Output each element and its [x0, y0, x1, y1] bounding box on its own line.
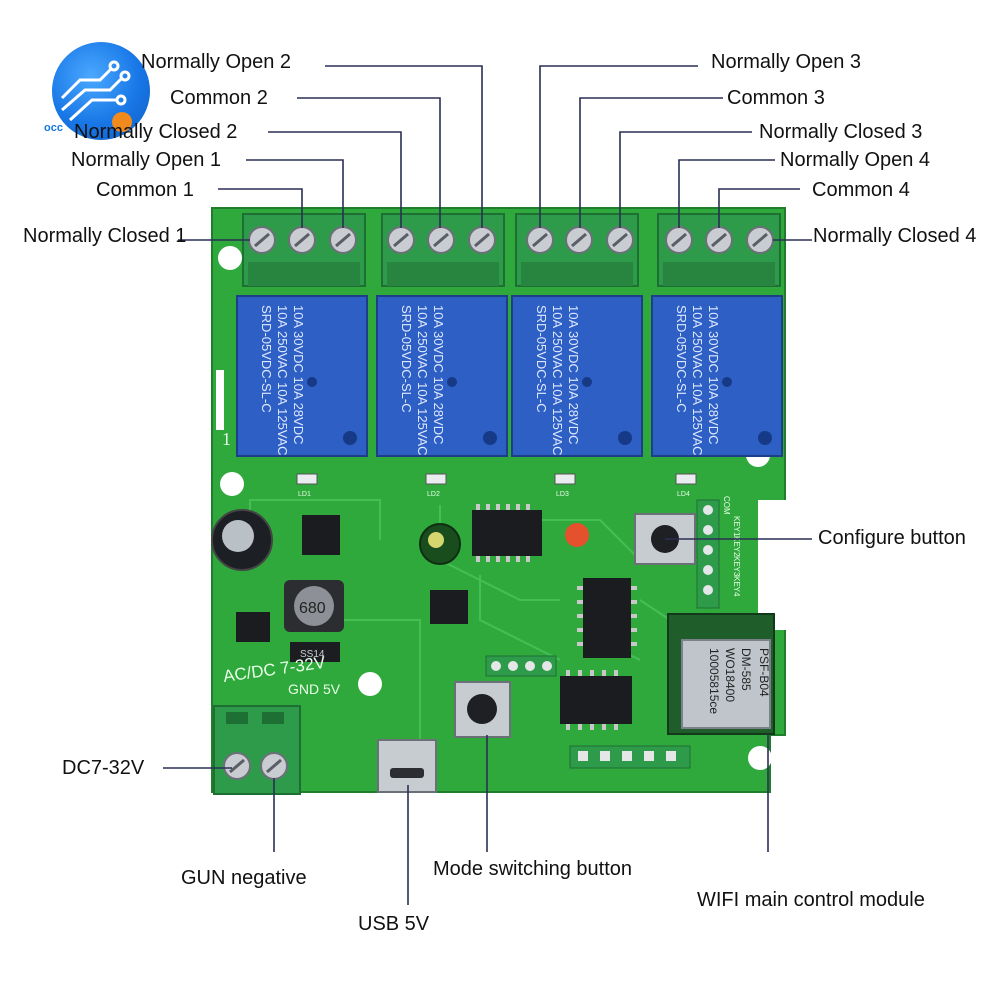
svg-text:LD1: LD1 [298, 491, 311, 498]
inductor-label: 680 [299, 600, 326, 617]
mode-button-switch [454, 681, 511, 738]
logo-circuit-icon [60, 60, 131, 122]
relays [236, 295, 783, 457]
label-normally-open-3: Normally Open 3 [711, 51, 862, 73]
label-common-2: Common 2 [170, 87, 268, 109]
svg-text:LD2: LD2 [427, 491, 440, 498]
usb-connector [377, 739, 437, 793]
label-common-4: Common 4 [812, 179, 910, 201]
svg-text:SRD-05VDC-SL-C: SRD-05VDC-SL-C [259, 305, 274, 413]
svg-text:SRD-05VDC-SL-C: SRD-05VDC-SL-C [399, 305, 414, 413]
power-terminal [213, 705, 301, 795]
label-gun-negative: GUN negative [181, 867, 307, 889]
diode [290, 642, 340, 662]
leader-lines [163, 65, 812, 905]
svg-text:PSF-B04: PSF-B04 [757, 648, 771, 697]
svg-text:10A 250VAC 10A 125VAC: 10A 250VAC 10A 125VAC [275, 305, 290, 456]
label-normally-open-2: Normally Open 2 [141, 51, 292, 73]
label-configure-button: Configure button [818, 527, 966, 549]
label-mode-switching-button: Mode switching button [433, 858, 633, 880]
gnd-mark: GND 5V [288, 681, 341, 697]
svg-text:10A 30VDC 10A 28VDC: 10A 30VDC 10A 28VDC [291, 305, 306, 444]
brand-logo-text: occ [44, 122, 63, 134]
svg-text:LD4: LD4 [677, 491, 690, 498]
svg-text:10A 30VDC 10A 28VDC: 10A 30VDC 10A 28VDC [431, 305, 446, 444]
logo-gear-icon [112, 112, 132, 132]
label-common-1: Common 1 [96, 179, 194, 201]
svg-text:SRD-05VDC-SL-C: SRD-05VDC-SL-C [674, 305, 689, 413]
svg-text:COM: COM [722, 496, 731, 515]
svg-text:DM-585: DM-585 [739, 648, 753, 691]
label-normally-closed-1: Normally Closed 1 [23, 225, 187, 247]
label-wifi-module: WIFI main control module [697, 889, 925, 911]
svg-text:10005815ce: 10005815ce [707, 648, 721, 714]
wifi-module-labels: PSF-B04 DM-585 WO18400 10005815ce [707, 648, 771, 714]
bottom-header [485, 655, 691, 769]
label-normally-open-4: Normally Open 4 [780, 149, 931, 171]
label-common-3: Common 3 [727, 87, 825, 109]
svg-text:LD3: LD3 [556, 491, 569, 498]
svg-text:10A 30VDC 10A 28VDC: 10A 30VDC 10A 28VDC [706, 305, 721, 444]
key-labels: COM KEY1 KEY2 KEY3 KEY4 [722, 496, 741, 597]
inductor [284, 580, 344, 632]
status-leds [296, 473, 697, 485]
led-labels: LD1 LD2 LD3 LD4 [298, 491, 690, 498]
svg-text:10A 30VDC 10A 28VDC: 10A 30VDC 10A 28VDC [566, 305, 581, 444]
svg-text:WO18400: WO18400 [723, 648, 737, 702]
svg-text:10A 250VAC 10A 125VAC: 10A 250VAC 10A 125VAC [415, 305, 430, 456]
label-normally-open-1: Normally Open 1 [71, 149, 222, 171]
svg-text:KEY2: KEY2 [732, 536, 741, 557]
svg-text:KEY1: KEY1 [732, 516, 741, 537]
label-normally-closed-2: Normally Closed 2 [74, 121, 238, 143]
channel-mark: 1 [222, 429, 231, 449]
ic-chips [236, 510, 632, 724]
svg-text:10A 250VAC 10A 125VAC: 10A 250VAC 10A 125VAC [690, 305, 705, 456]
relay-labels: SRD-05VDC-SL-C 10A 250VAC 10A 125VAC 10A… [259, 305, 721, 456]
label-normally-closed-3: Normally Closed 3 [759, 121, 923, 143]
label-dc-input: DC7-32V [62, 757, 145, 779]
svg-text:SRD-05VDC-SL-C: SRD-05VDC-SL-C [534, 305, 549, 413]
small-capacitor [419, 523, 461, 565]
key-header [696, 499, 720, 609]
capacitor [211, 509, 273, 571]
wifi-module [667, 613, 775, 735]
label-usb-5v: USB 5V [358, 913, 430, 935]
diode-label: SS14 [300, 649, 325, 660]
red-led [565, 523, 589, 547]
svg-text:10A 250VAC 10A 125VAC: 10A 250VAC 10A 125VAC [550, 305, 565, 456]
label-normally-closed-4: Normally Closed 4 [813, 225, 977, 247]
svg-text:KEY4: KEY4 [732, 576, 741, 597]
svg-text:KEY3: KEY3 [732, 556, 741, 577]
